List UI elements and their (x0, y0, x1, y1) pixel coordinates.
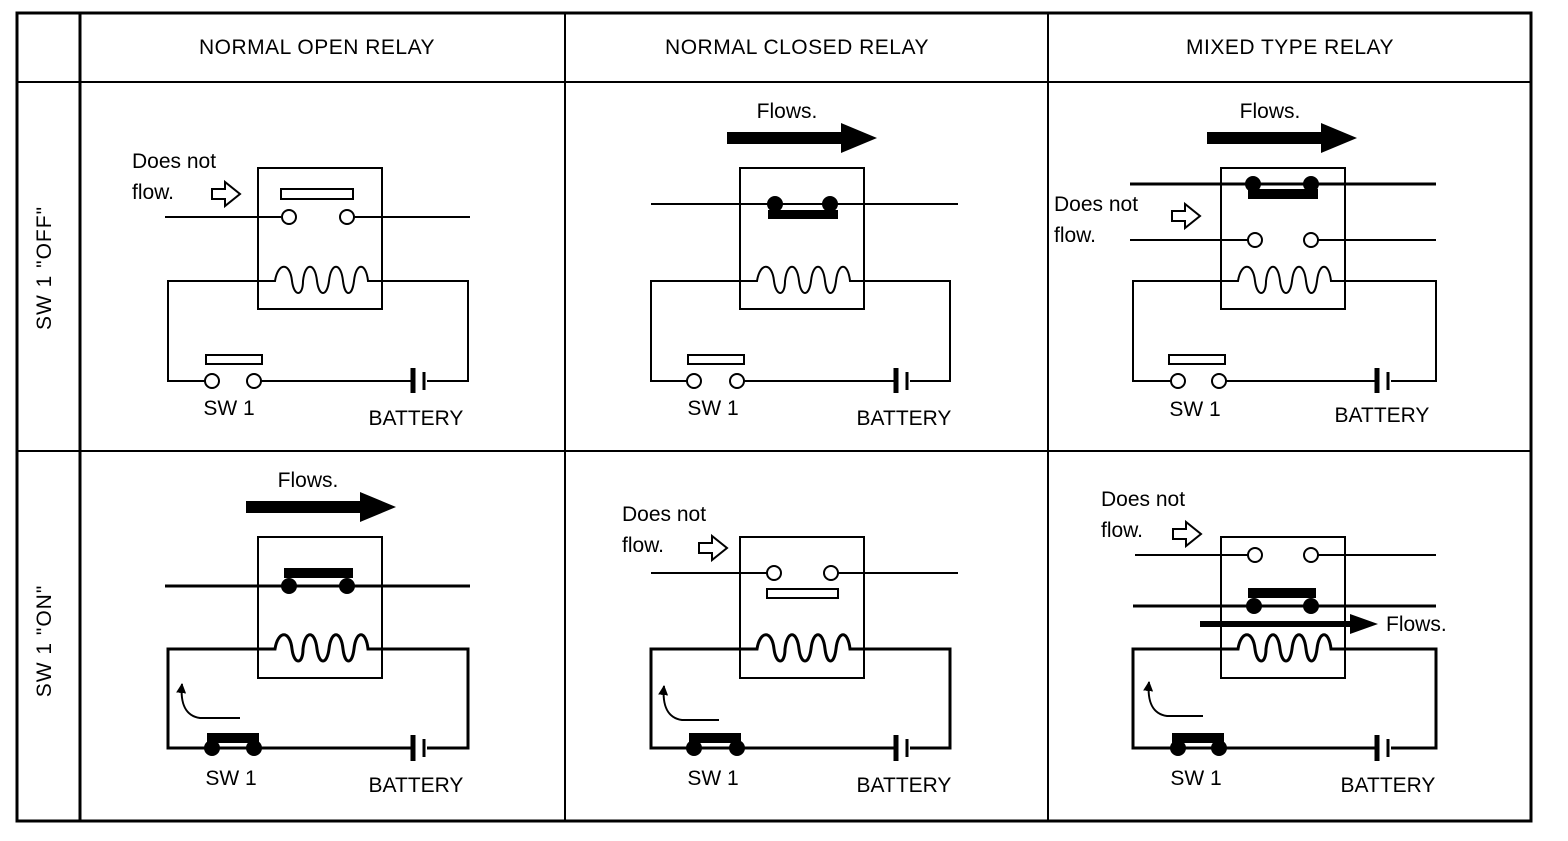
flow-arrow-icon (246, 492, 396, 522)
column-header-normal-open: NORMAL OPEN RELAY (199, 36, 435, 59)
coil-icon (1221, 633, 1345, 663)
relay-contact-closed (1248, 189, 1318, 199)
column-header-mixed-type: MIXED TYPE RELAY (1186, 36, 1394, 59)
hollow-arrow-icon (1171, 201, 1202, 231)
diagram-normal-open-on (165, 536, 470, 761)
relay-body (1220, 167, 1346, 310)
label-flows: Flows. (278, 469, 339, 492)
flow-arrow-icon (1200, 614, 1378, 634)
label-does-not: Does not (622, 503, 706, 526)
column-header-normal-closed: NORMAL CLOSED RELAY (665, 36, 929, 59)
current-direction-arrow-icon (176, 683, 240, 719)
diagram-mixed-type-off (1130, 167, 1437, 393)
label-switch: SW 1 (687, 767, 738, 790)
label-does-not: Does not (1054, 193, 1138, 216)
coil-icon (258, 633, 382, 663)
table-grid (15, 11, 1533, 823)
label-flow: flow. (1101, 519, 1143, 542)
switch-bar-closed (689, 733, 741, 743)
relay-contact-open (280, 188, 354, 200)
label-switch: SW 1 (687, 397, 738, 420)
label-flow: flow. (132, 181, 174, 204)
label-battery: BATTERY (857, 407, 952, 430)
flow-arrow-icon (727, 123, 877, 153)
label-battery: BATTERY (857, 774, 952, 797)
label-flows: Flows. (1240, 100, 1301, 123)
diagram-normal-open-off (165, 167, 470, 393)
relay-contact-open (766, 588, 839, 599)
label-battery: BATTERY (1341, 774, 1436, 797)
coil-icon (740, 265, 864, 294)
label-switch: SW 1 (203, 397, 254, 420)
label-battery: BATTERY (1335, 404, 1430, 427)
row-header-sw1-off: SW 1 "OFF" (33, 206, 56, 330)
label-battery: BATTERY (369, 407, 464, 430)
relay-body (257, 167, 383, 310)
switch-bar-closed (1172, 733, 1224, 743)
label-flow: flow. (1054, 224, 1096, 247)
label-switch: SW 1 (205, 767, 256, 790)
label-battery: BATTERY (369, 774, 464, 797)
label-flows: Flows. (757, 100, 818, 123)
row-header-sw1-on: SW 1 "ON" (33, 585, 56, 698)
coil-icon (1221, 265, 1345, 294)
label-does-not: Does not (1101, 488, 1185, 511)
label-switch: SW 1 (1169, 398, 1220, 421)
label-flow: flow. (622, 534, 664, 557)
switch-bar-open (205, 354, 263, 365)
label-does-not: Does not (132, 150, 216, 173)
switch-bar-closed (207, 733, 259, 743)
relay-contact-closed (284, 568, 353, 578)
coil-icon (258, 265, 382, 294)
hollow-arrow-icon (211, 179, 242, 209)
current-direction-arrow-icon (1143, 681, 1203, 717)
switch-bar-open (1168, 354, 1226, 365)
flow-arrow-icon (1207, 123, 1357, 153)
label-flows: Flows. (1386, 613, 1447, 636)
relay-body (739, 167, 865, 310)
hollow-arrow-icon (1172, 519, 1203, 549)
relay-body (739, 536, 865, 679)
hollow-arrow-icon (698, 533, 729, 563)
relay-contact-closed (768, 210, 838, 219)
switch-bar-open (687, 354, 745, 365)
diagram-mixed-type-on (1131, 519, 1438, 761)
current-direction-arrow-icon (658, 685, 719, 721)
label-switch: SW 1 (1170, 767, 1221, 790)
diagram-normal-closed-on (649, 533, 958, 761)
relay-body (257, 536, 383, 679)
coil-icon (740, 633, 864, 663)
relay-contact-closed (1248, 588, 1316, 598)
diagram-normal-closed-off (650, 167, 958, 393)
